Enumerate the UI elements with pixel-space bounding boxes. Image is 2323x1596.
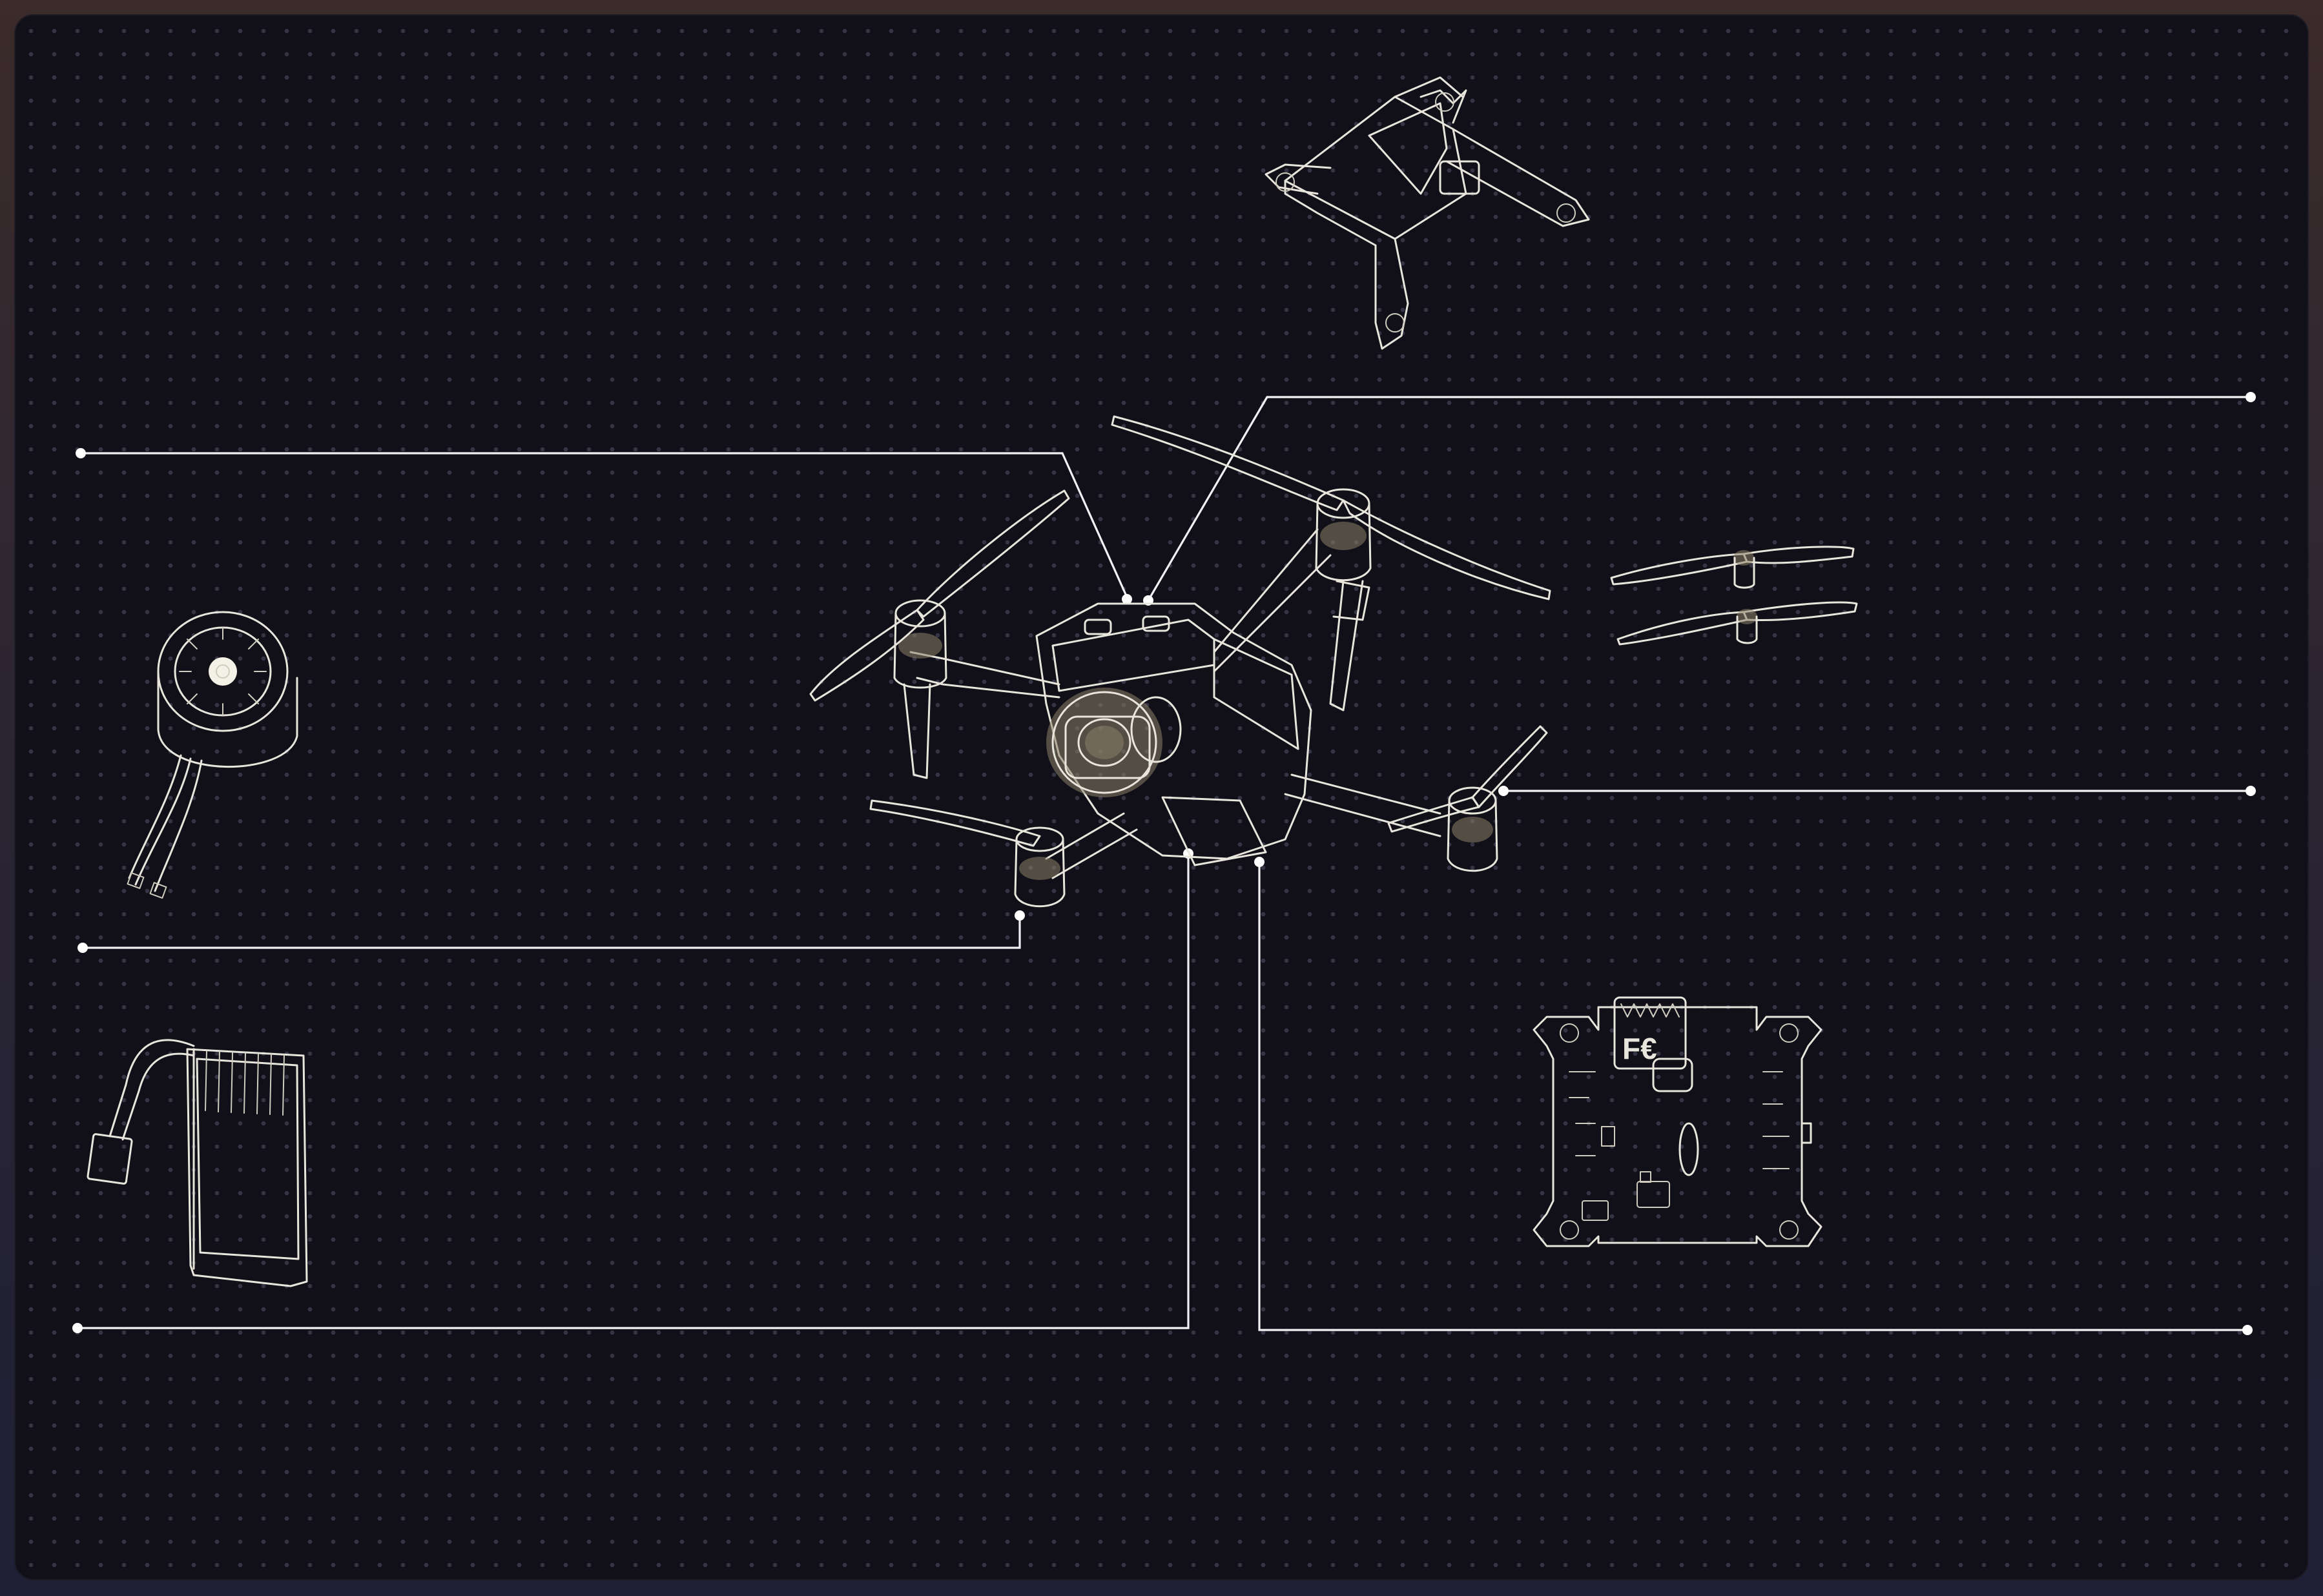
- drone-quadcopter: [809, 415, 1551, 908]
- drone-motor-rear-left: [1014, 826, 1066, 908]
- callout-mid-right: [1498, 786, 2256, 796]
- drone-motor-rear-right: [1447, 786, 1498, 872]
- frame-icon: [1265, 76, 1590, 350]
- motor-icon: [127, 611, 298, 899]
- propellers-icon: [1610, 546, 1858, 646]
- callout-top-left: [76, 448, 1132, 604]
- drone-motor-front-left: [893, 599, 947, 779]
- callout-mid-left: [77, 910, 1025, 953]
- drone-motor-front-right: [1315, 488, 1372, 711]
- flight-controller-icon: F€: [1533, 996, 1822, 1247]
- callout-bottom-left: [72, 848, 1193, 1333]
- battery-icon: [87, 1039, 308, 1287]
- fcc-mark: F€: [1622, 1032, 1657, 1065]
- callout-bottom-right: [1254, 857, 2253, 1335]
